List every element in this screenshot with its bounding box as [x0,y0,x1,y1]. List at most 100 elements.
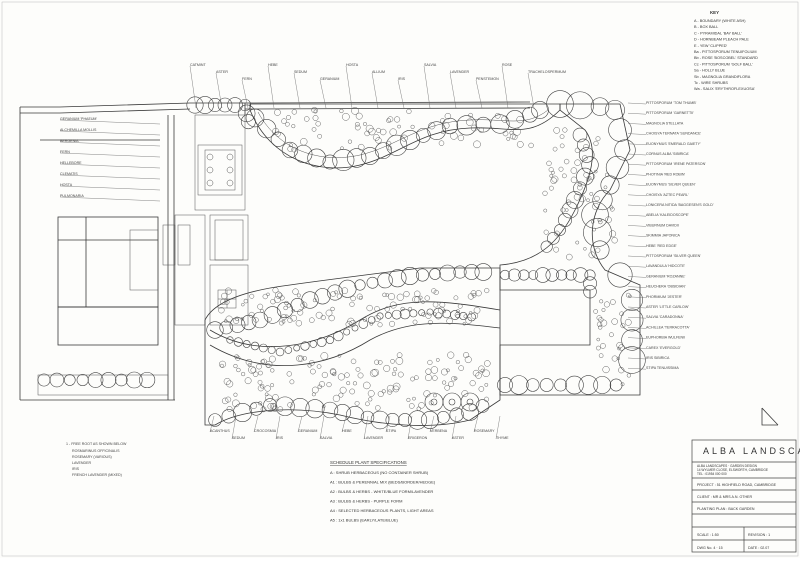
pebble-mulch [562,127,568,133]
pebble-mulch [611,237,618,244]
leader-line [627,153,647,156]
pebble-mulch [220,363,224,368]
plant-label: THYME [496,436,509,440]
pebble-mulch [414,296,421,304]
pebble-mulch [393,367,398,372]
specimen-tree-trunk [448,398,456,406]
pebble-mulch [435,358,440,362]
pebble-mulch [249,293,255,299]
pebble-mulch [291,309,295,313]
plant-label: HEUCHERA 'OBSIDIAN' [646,285,686,289]
pebble-mulch [297,309,304,316]
pebble-mulch [478,127,484,133]
key-item: A - BOUNDARY (WHITE ASH) [694,19,746,23]
leader-line [59,152,161,158]
top-border-inner [257,109,549,158]
pebble-mulch [465,317,472,324]
pebble-mulch [617,346,621,351]
key-item: B - BOX BALL [694,25,718,29]
pebble-mulch [349,388,356,395]
shrub [583,284,597,299]
plants-layer [37,90,646,430]
pebble-mulch [418,295,423,300]
pebble-mulch [600,343,606,349]
shrub [573,181,587,196]
plant-label: HELLEBORE [60,161,82,165]
pebble-mulch [444,384,451,391]
pebble-mulch [265,363,271,368]
shrub [240,114,256,130]
pebble-mulch [377,360,383,365]
pebble-mulch [424,295,430,301]
shrub [251,311,269,329]
leader-line [59,163,161,169]
shrub [245,108,265,128]
leader-line [209,415,215,433]
specimen-tree [424,392,444,412]
border-edging [259,343,268,353]
pebble-mulch [354,124,361,131]
plant-label: BERGENIA [60,139,79,143]
leader-line [627,235,647,237]
title-block: ALBA LANDSCAPES ALBA LANDSCAPES · GARDEN… [691,439,800,553]
pebble-mulch [309,317,315,323]
pebble-mulch [578,195,586,203]
pebble-mulch [355,122,360,127]
pebble-mulch [440,118,446,124]
pebble-mulch [596,315,602,321]
border-edging [300,341,310,351]
pebble-mulch [478,365,485,372]
pebble-mulch [243,298,249,304]
pebble-mulch [270,298,276,305]
shrub [399,129,421,151]
key-item: Ba - PITTOSPORUM TENUIFOLIUM [694,50,757,54]
pebble-mulch [264,392,269,397]
tree-canopy [546,90,574,118]
pebble-mulch [311,106,318,114]
pebble-mulch [389,128,397,136]
plant-label: PITTOSPORUM 'GARNETTII' [646,111,694,115]
pebble-mulch [373,315,381,322]
shrub [229,317,246,333]
pebble-mulch [397,371,404,378]
pebble-mulch [609,332,614,338]
bottom-left-item: FRENCH LAVENDER (MIXED) [72,473,122,477]
key-item: Sb - MAGNOLIA GRANDIFLORA [694,75,751,79]
pebble-mulch [357,372,364,379]
pebble-mulch [225,315,233,323]
leader-line [627,276,647,278]
schedule-item: A : SHRUB HERBACEOUS (NO CONTAINER SHRUB… [330,470,429,475]
shrub [572,127,588,143]
pebble-mulch [389,320,396,327]
plant-label: HOSTA [60,183,73,187]
pebble-mulch [609,230,617,238]
plant-labels: PITTOSPORUM 'TOM THUMB'PITTOSPORUM 'GARN… [60,63,714,440]
pebble-mulch [250,367,257,374]
bottom-left-item: ROSMARINUS OFFICINALIS [72,449,120,453]
pebble-mulch [289,379,295,385]
pebble-mulch [244,377,252,385]
pebble-mulch [260,384,265,389]
pebble-mulch [221,397,229,405]
pebble-mulch [437,306,445,314]
schedule-item: A2 : BULBS & HERBS - WHITE/BLUE FORM/LAV… [330,489,433,494]
shrub [554,224,566,236]
pebble-mulch [599,299,604,304]
pebble-mulch [369,369,378,378]
pebble-mulch [332,394,340,402]
pebble-mulch [542,190,548,196]
leader-line [385,415,391,433]
patio-table-setting [204,149,236,191]
pebble-mulch [356,293,363,300]
pebble-mulch [234,316,240,321]
shrub [305,399,325,419]
plant-label: ASTER [216,70,228,74]
serpentine-path [209,301,501,348]
pebble-mulch [337,353,342,358]
pebble-mulch [366,304,373,312]
company-name: ALBA LANDSCAPES [703,446,800,456]
pebble-mulch [287,145,294,152]
pebble-mulch [286,115,291,120]
plant-label: GERANIUM 'ROZANNE' [646,274,686,278]
leader-line [267,65,275,109]
